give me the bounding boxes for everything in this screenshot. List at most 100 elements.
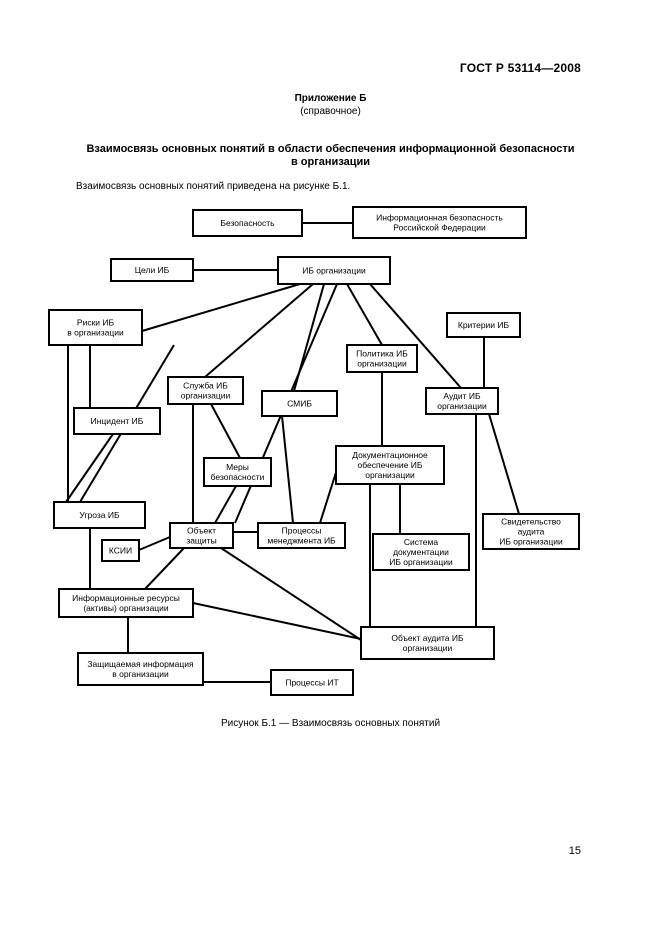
connector-9	[369, 283, 462, 389]
node-box	[425, 387, 499, 415]
node-label-line: Угроза ИБ	[79, 510, 120, 520]
connector-17	[210, 403, 241, 459]
node-box	[360, 626, 495, 660]
node-box	[203, 457, 272, 487]
connector-18	[214, 485, 237, 524]
node-label-line: СМИБ	[287, 399, 312, 409]
node-label-line: Риски ИБ	[77, 318, 115, 328]
node-box	[77, 652, 204, 686]
node-assets: Информационные ресурсы(активы) организац…	[58, 588, 194, 618]
node-label-line: Процессы ИТ	[285, 678, 338, 688]
node-label-line: организации	[365, 470, 415, 480]
node-label-line: организации	[403, 643, 453, 653]
node-label-line: ИБ организации	[302, 266, 366, 276]
node-label-line: Информационная безопасность	[376, 213, 503, 223]
node-label-line: (активы) организации	[83, 603, 169, 613]
node-risks: Риски ИБв организации	[48, 309, 143, 346]
node-label-line: безопасности	[211, 472, 265, 482]
node-box	[482, 513, 580, 550]
node-smib: СМИБ	[261, 390, 338, 417]
node-box	[53, 501, 146, 529]
node-label-line: организации	[357, 359, 407, 369]
node-label-line: Цели ИБ	[135, 265, 170, 275]
connector-29	[488, 413, 520, 515]
page-number: 15	[568, 845, 581, 857]
node-label-line: Свидетельство	[501, 517, 561, 527]
node-label-line: документации	[393, 547, 449, 557]
node-label-line: Меры	[226, 462, 249, 472]
node-box	[261, 390, 338, 417]
node-box	[257, 522, 346, 549]
node-label-line: менеджмента ИБ	[267, 536, 336, 546]
connector-4	[141, 283, 301, 332]
node-label-line: Документационное	[352, 450, 428, 460]
appendix-title: Приложение Б	[294, 93, 367, 104]
node-box	[73, 407, 161, 435]
node-box	[335, 445, 445, 485]
node-box	[277, 256, 391, 285]
node-it-processes: Процессы ИТ	[270, 669, 354, 696]
appendix-subtitle: (справочное)	[300, 106, 361, 117]
node-label-line: Система	[404, 537, 439, 547]
node-org-is: ИБ организации	[277, 256, 391, 285]
node-label-line: Критерии ИБ	[458, 320, 510, 330]
node-label-line: Служба ИБ	[183, 381, 228, 391]
intro-text: Взаимосвязь основных понятий приведена н…	[76, 181, 351, 192]
connector-23	[220, 547, 362, 641]
node-label-line: Политика ИБ	[356, 349, 408, 359]
node-label-line: обеспечение ИБ	[358, 460, 423, 470]
node-threat: Угроза ИБ	[53, 501, 146, 529]
node-incident: Инцидент ИБ	[73, 407, 161, 435]
node-label-line: Информационные ресурсы	[72, 593, 180, 603]
node-ksii: КСИИ	[101, 539, 140, 562]
node-label-line: организации	[437, 401, 487, 411]
node-label-line: в организации	[67, 328, 124, 338]
section-title-line1: Взаимосвязь основных понятий в области о…	[86, 143, 575, 155]
standard-number: ГОСТ Р 53114—2008	[459, 61, 581, 75]
connector-14	[65, 433, 114, 503]
node-label-line: Российской Федерации	[393, 223, 486, 233]
connector-30	[192, 602, 362, 640]
node-label-line: ИБ организации	[389, 557, 453, 567]
node-box	[372, 533, 470, 571]
connector-5	[204, 283, 314, 378]
node-security: Безопасность	[192, 209, 303, 237]
node-box	[58, 588, 194, 618]
connector-22	[144, 547, 185, 590]
node-label-line: Инцидент ИБ	[91, 416, 144, 426]
node-label-line: защиты	[186, 536, 216, 546]
node-box	[352, 206, 527, 239]
node-criteria: Критерии ИБ	[446, 312, 521, 338]
node-box	[101, 539, 140, 562]
node-label-line: аудита	[518, 527, 545, 537]
node-goals: Цели ИБ	[110, 258, 194, 282]
node-label-line: Защищаемая информация	[87, 659, 194, 669]
node-label-line: Процессы	[282, 526, 322, 536]
connector-19	[281, 415, 294, 524]
node-label-line: организации	[181, 391, 231, 401]
section-title-line2: в организации	[290, 156, 371, 168]
node-box	[48, 309, 143, 346]
connector-24	[138, 536, 171, 551]
node-label-line: Объект	[187, 526, 216, 536]
node-label-line: ИБ организации	[499, 537, 563, 547]
node-label-line: в организации	[112, 669, 169, 679]
node-box	[346, 344, 418, 373]
section-title: Взаимосвязь основных понятий в области о…	[60, 143, 601, 169]
node-box	[270, 669, 354, 696]
appendix-heading: Приложение Б (справочное)	[0, 92, 661, 118]
